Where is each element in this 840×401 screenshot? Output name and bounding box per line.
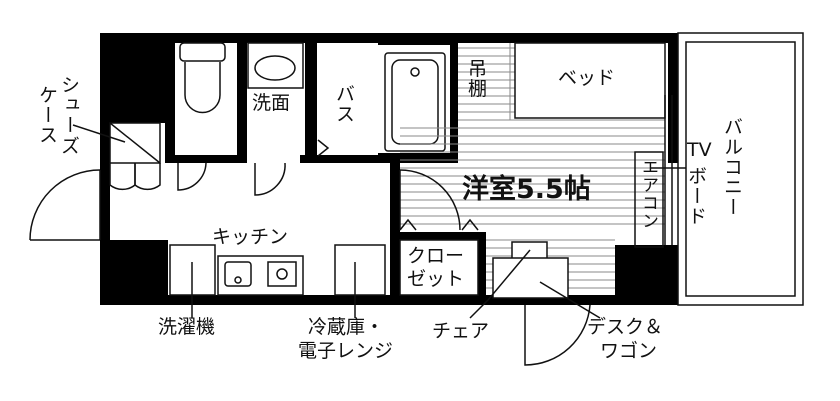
- kitchen-label: キッチン: [212, 226, 289, 248]
- desk-label-2: ワゴン: [600, 340, 658, 362]
- shoe-case-label: シュー: [58, 75, 80, 135]
- tv-board: [634, 95, 673, 248]
- entrance-door: [29, 169, 101, 241]
- fridge-label-2: 電子レンジ: [298, 340, 394, 362]
- chair-label: チェア: [432, 320, 490, 342]
- air-conditioner-label: エアコン: [638, 158, 658, 230]
- room-door: [399, 169, 461, 231]
- closet-label-2: ゼット: [407, 268, 465, 290]
- toilet: [177, 42, 226, 191]
- closet: [399, 218, 479, 296]
- fridge-label: 冷蔵庫・: [308, 316, 385, 338]
- hanging-shelf-label: 吊: [468, 58, 488, 80]
- bath-label: バス: [333, 84, 355, 124]
- balcony-label: バルコニー: [721, 117, 743, 217]
- bed-label: ベッド: [558, 67, 616, 89]
- shoe-case: [109, 122, 161, 191]
- shoe-case-label-2: ケース: [36, 85, 58, 145]
- interior-walls: [165, 33, 486, 300]
- tv-board-label-2: ボード: [685, 166, 707, 226]
- bed: [514, 42, 666, 119]
- shoe-case-label-3: ズ: [58, 136, 80, 156]
- tv-board-label: TV: [687, 139, 712, 161]
- desk-label: デスク＆: [587, 316, 664, 338]
- desk-and-chair: [487, 241, 601, 319]
- washbasin: [247, 42, 304, 196]
- closet-label: クロー: [407, 245, 465, 267]
- balcony-door: [524, 304, 591, 366]
- washbasin-label: 洗面: [252, 92, 291, 114]
- western-room-label: 洋室5.5帖: [462, 174, 591, 205]
- washing-machine-label: 洗濯機: [158, 316, 216, 338]
- hanging-shelf-label-2: 棚: [468, 78, 488, 100]
- balcony: [677, 32, 804, 306]
- leader-lines: [72, 124, 686, 319]
- kitchen-fixtures: [169, 244, 386, 296]
